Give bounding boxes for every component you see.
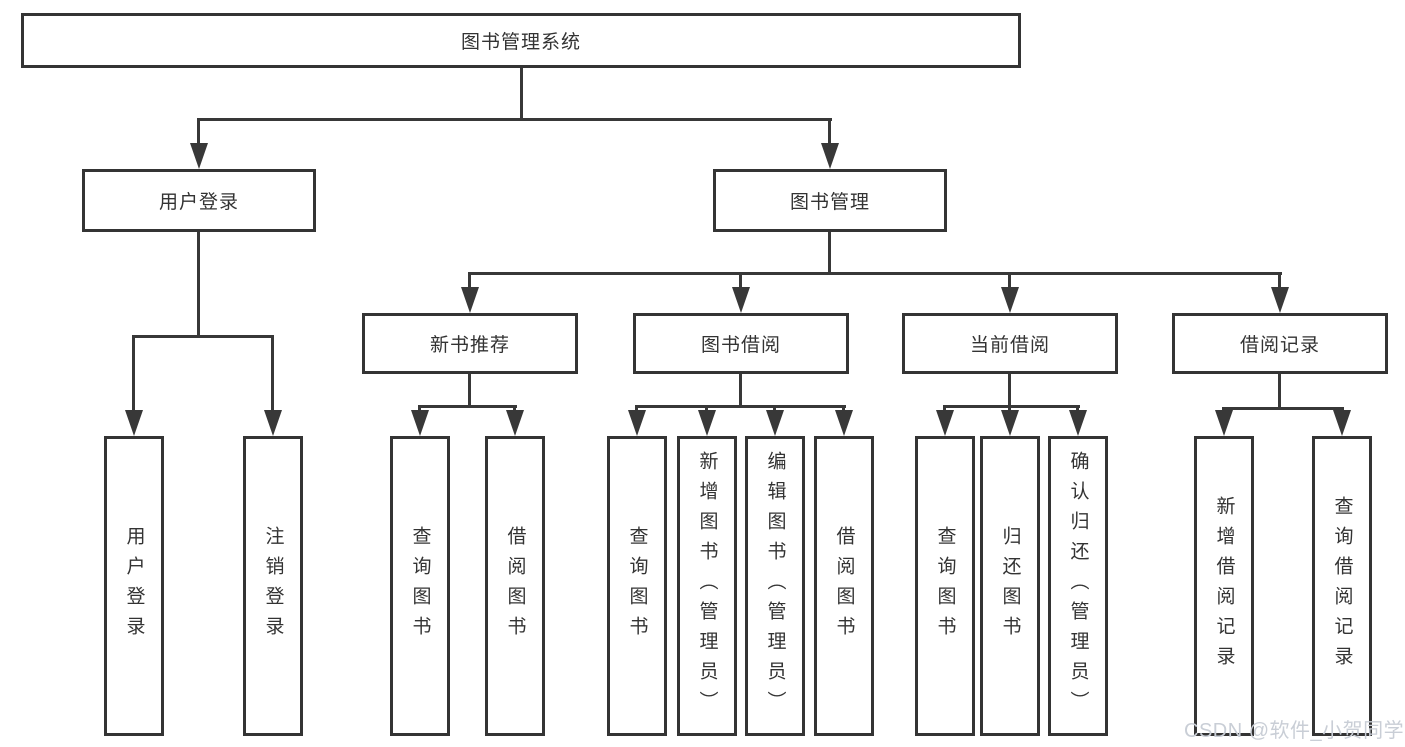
connector-v — [197, 232, 200, 335]
arrow-down-icon — [821, 143, 839, 169]
connector-v — [520, 68, 523, 118]
arrow-down-icon — [1069, 410, 1087, 436]
connector-h — [197, 118, 832, 121]
leaf-label: 确认归还（管理员） — [1067, 451, 1089, 721]
connector-v — [271, 335, 274, 412]
node-book-management: 图书管理 — [713, 169, 947, 232]
connector-v — [1008, 405, 1011, 413]
connector-v — [828, 232, 831, 272]
leaf-user-login: 用户登录 — [104, 436, 164, 736]
arrow-down-icon — [461, 287, 479, 313]
arrow-down-icon — [732, 287, 750, 313]
leaf-recommend-borrow-book: 借阅图书 — [485, 436, 545, 736]
arrow-down-icon — [936, 410, 954, 436]
leaf-current-query-book: 查询图书 — [915, 436, 975, 736]
connector-v — [943, 405, 946, 413]
node-user-login: 用户登录 — [82, 169, 316, 232]
leaf-record-query-record: 查询借阅记录 — [1312, 436, 1372, 736]
arrow-down-icon — [1333, 410, 1351, 436]
node-root-library-system: 图书管理系统 — [21, 13, 1021, 68]
leaf-current-confirm-return-admin: 确认归还（管理员） — [1048, 436, 1108, 736]
csdn-watermark: CSDN @软件_小贺同学 — [1184, 720, 1405, 742]
connector-h — [1222, 407, 1344, 410]
arrow-down-icon — [698, 410, 716, 436]
node-book-borrow: 图书借阅 — [633, 313, 849, 374]
leaf-recommend-query-book: 查询图书 — [390, 436, 450, 736]
connector-v — [635, 405, 638, 413]
connector-v — [1278, 272, 1281, 290]
node-current-borrow: 当前借阅 — [902, 313, 1118, 374]
connector-v — [1278, 374, 1281, 407]
arrow-down-icon — [264, 410, 282, 436]
leaf-label: 查询图书 — [409, 526, 431, 646]
arrow-down-icon — [506, 410, 524, 436]
arrow-down-icon — [125, 410, 143, 436]
leaf-label: 编辑图书（管理员） — [764, 451, 786, 721]
leaf-label: 借阅图书 — [504, 526, 526, 646]
leaf-label: 查询图书 — [626, 526, 648, 646]
leaf-logout: 注销登录 — [243, 436, 303, 736]
arrow-down-icon — [1271, 287, 1289, 313]
leaf-label: 新增图书（管理员） — [696, 451, 718, 721]
node-new-book-recommend: 新书推荐 — [362, 313, 578, 374]
connector-v — [842, 405, 845, 413]
connector-h — [635, 405, 846, 408]
arrow-down-icon — [1001, 287, 1019, 313]
connector-v — [739, 374, 742, 405]
connector-v — [132, 335, 135, 412]
leaf-label: 用户登录 — [123, 526, 145, 646]
arrow-down-icon — [190, 143, 208, 169]
leaf-label: 注销登录 — [262, 526, 284, 646]
connector-v — [705, 405, 708, 413]
leaf-label: 查询借阅记录 — [1331, 496, 1353, 676]
connector-v — [1008, 374, 1011, 405]
arrow-down-icon — [1001, 410, 1019, 436]
leaf-borrow-edit-book-admin: 编辑图书（管理员） — [745, 436, 805, 736]
leaf-label: 归还图书 — [999, 526, 1021, 646]
connector-h — [132, 335, 274, 338]
connector-v — [468, 374, 471, 405]
leaf-borrow-borrow-book: 借阅图书 — [814, 436, 874, 736]
leaf-borrow-add-book-admin: 新增图书（管理员） — [677, 436, 737, 736]
leaf-current-return-book: 归还图书 — [980, 436, 1040, 736]
node-borrow-record: 借阅记录 — [1172, 313, 1388, 374]
leaf-label: 新增借阅记录 — [1213, 496, 1235, 676]
arrow-down-icon — [628, 410, 646, 436]
connector-v — [418, 405, 421, 413]
connector-h — [418, 405, 517, 408]
leaf-borrow-query-book: 查询图书 — [607, 436, 667, 736]
arrow-down-icon — [1215, 410, 1233, 436]
connector-v — [773, 405, 776, 413]
connector-v — [739, 272, 742, 290]
arrow-down-icon — [835, 410, 853, 436]
arrow-down-icon — [766, 410, 784, 436]
connector-v — [513, 405, 516, 413]
connector-v — [197, 118, 200, 146]
connector-h — [468, 272, 1282, 275]
connector-v — [468, 272, 471, 290]
connector-v — [828, 118, 831, 146]
leaf-label: 查询图书 — [934, 526, 956, 646]
leaf-label: 借阅图书 — [833, 526, 855, 646]
leaf-record-add-record: 新增借阅记录 — [1194, 436, 1254, 736]
connector-h — [943, 405, 1080, 408]
connector-v — [1008, 272, 1011, 290]
connector-v — [1076, 405, 1079, 413]
arrow-down-icon — [411, 410, 429, 436]
